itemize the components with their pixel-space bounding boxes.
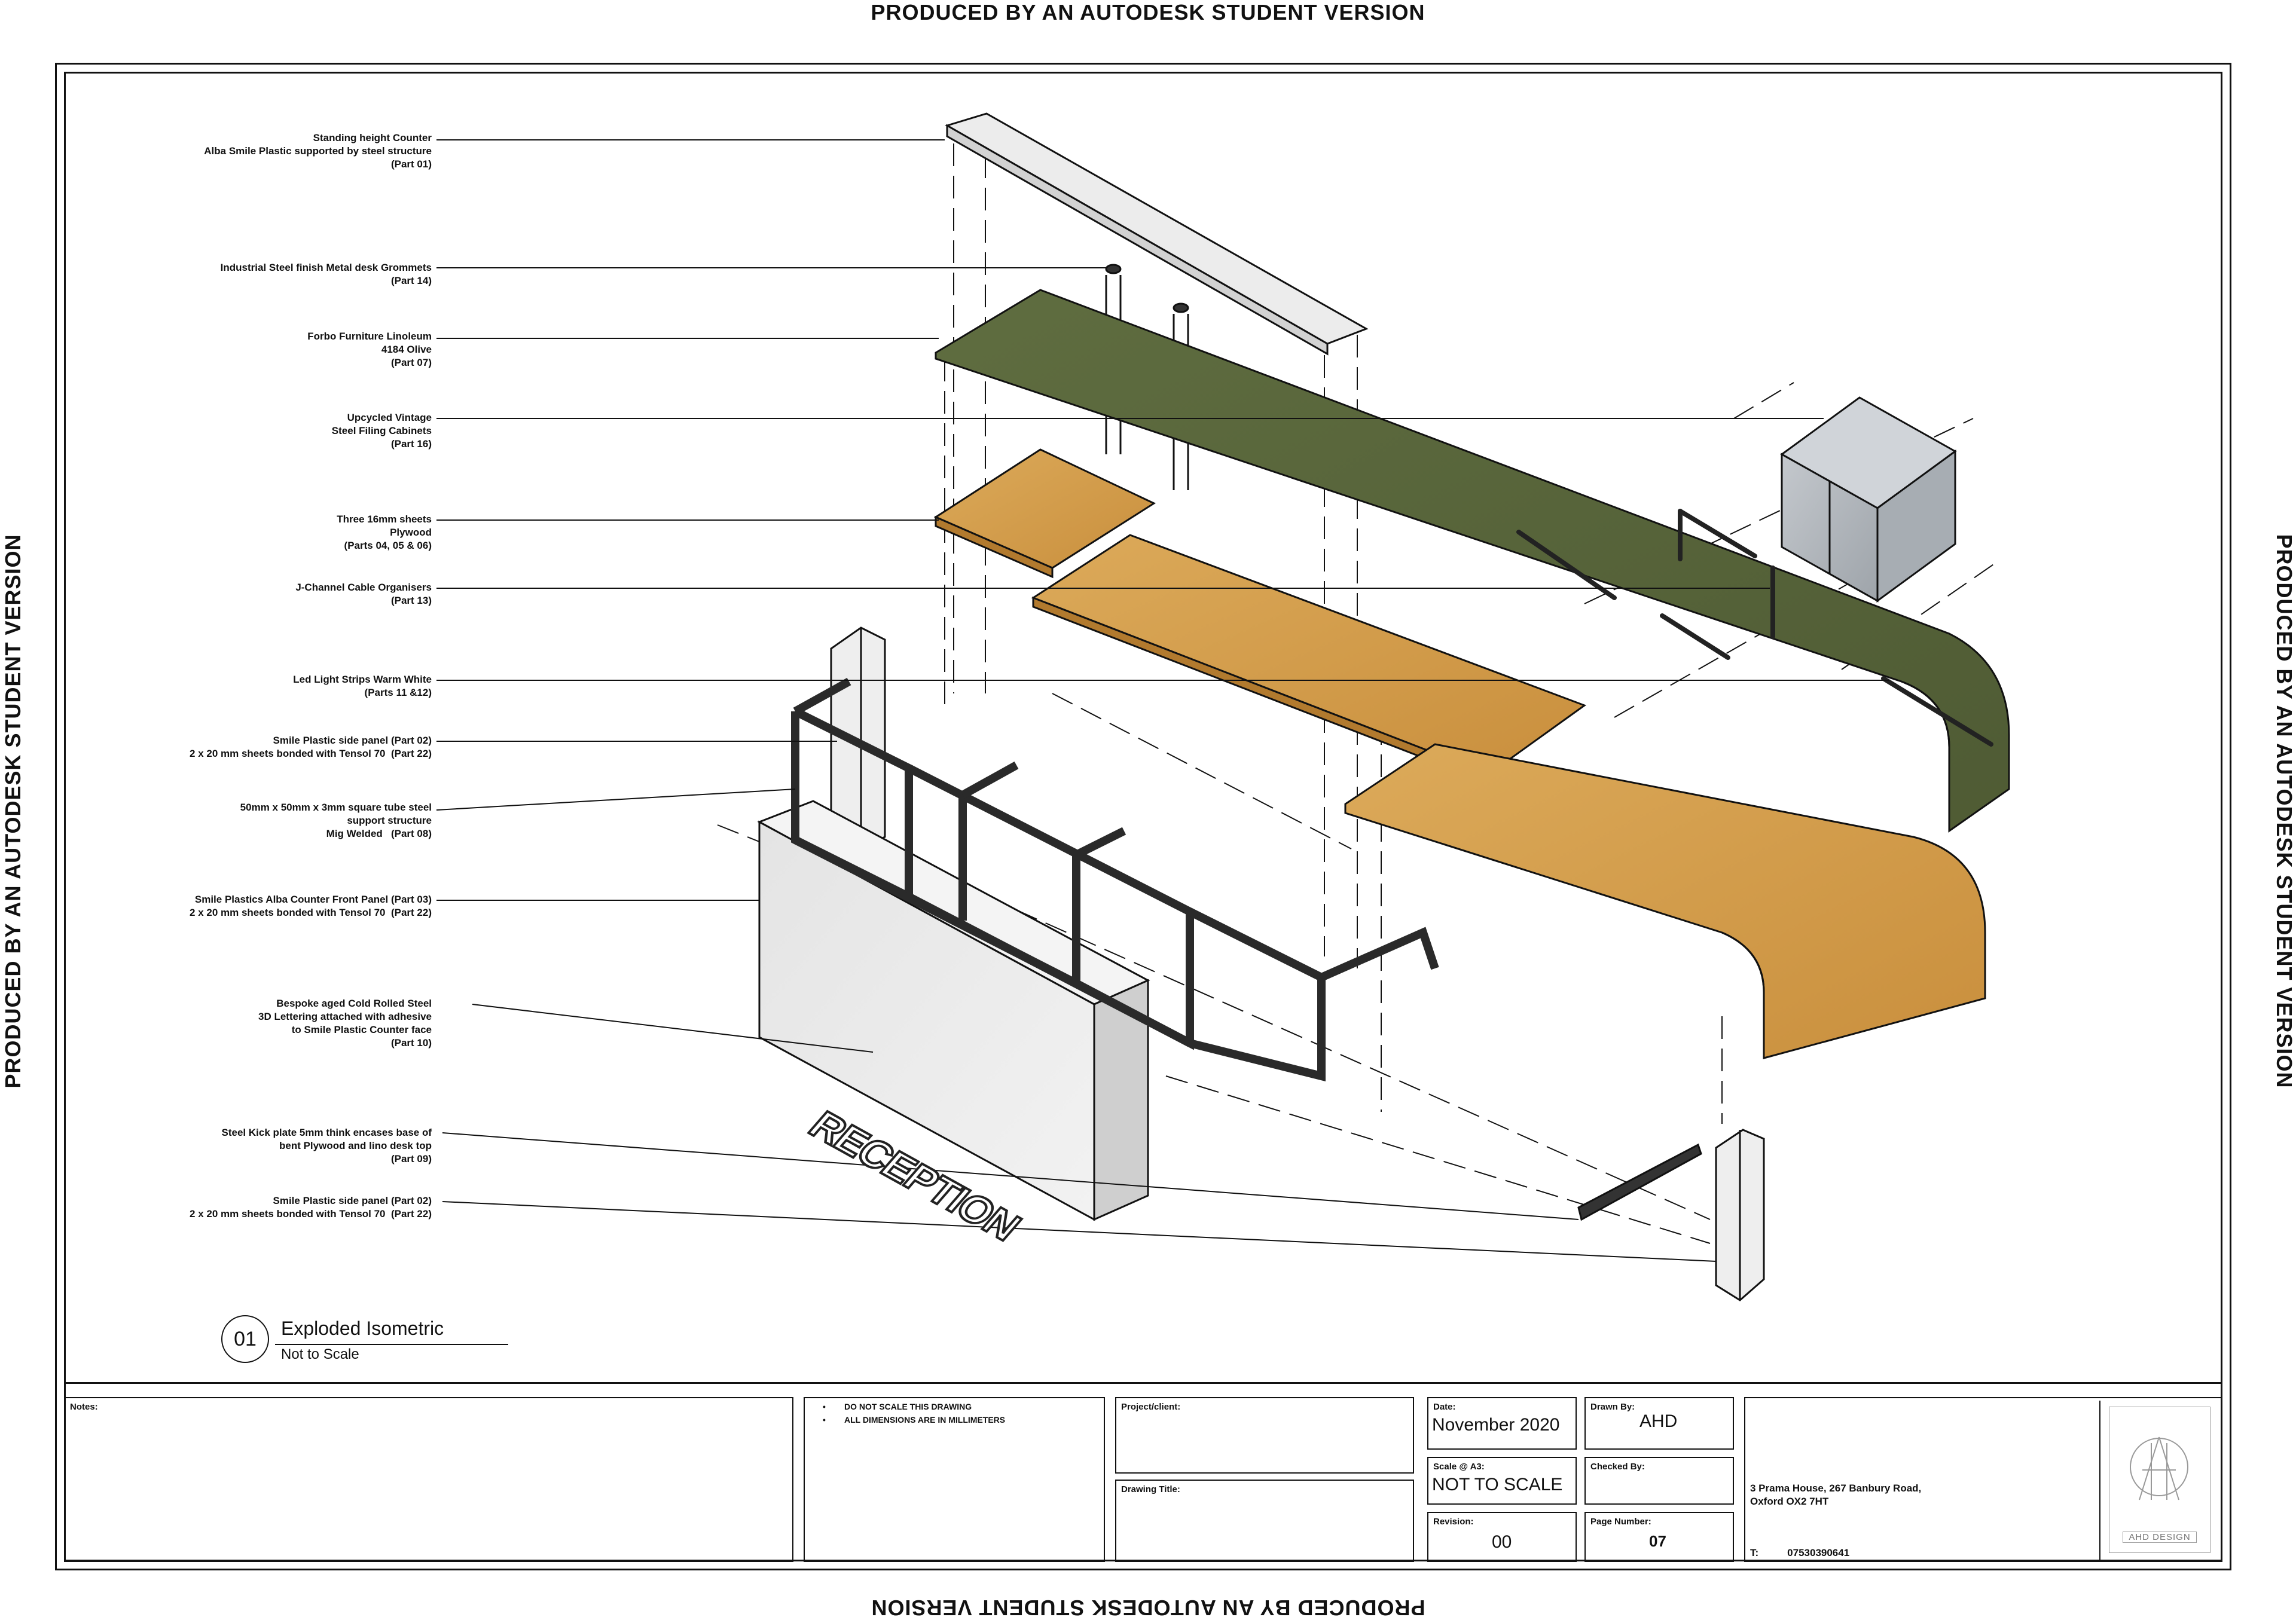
phone: T:07530390641 (1750, 1547, 1850, 1558)
watermark-top: PRODUCED BY AN AUTODESK STUDENT VERSION (871, 0, 1425, 25)
sheet-border-inner (64, 72, 2222, 1561)
plywood-sheets-parts-04-05-06 (933, 448, 1986, 1059)
scale-value: NOT TO SCALE (1432, 1475, 1563, 1494)
callout-grommets-part-14: Industrial Steel finish Metal desk Gromm… (220, 262, 432, 286)
page-number-box: Page Number: 07 (1584, 1512, 1734, 1562)
logo-text: AHD DESIGN (2123, 1532, 2197, 1543)
project-label: Project/client: (1121, 1402, 1181, 1412)
notes-label: Notes: (70, 1402, 98, 1412)
leader-lines (436, 139, 1889, 1262)
drawn-by-label: Drawn By: (1590, 1402, 1635, 1412)
notes-box: Notes: (64, 1397, 793, 1562)
view-name: Exploded Isometric (281, 1318, 444, 1339)
callout-front-panel-part-03: Smile Plastics Alba Counter Front Panel … (190, 894, 432, 918)
revision-box: Revision: 00 (1427, 1512, 1577, 1562)
view-scale: Not to Scale (281, 1346, 359, 1362)
steel-frame-part-08 (791, 677, 1439, 1081)
drawn-by-value: AHD (1639, 1411, 1678, 1431)
company-logo: AHD DESIGN (2099, 1401, 2223, 1561)
drawn-by-box: Drawn By: AHD (1584, 1397, 1734, 1450)
page-number-label: Page Number: (1590, 1517, 1651, 1527)
title-block: Notes: DO NOT SCALE THIS DRAWING ALL DIM… (64, 1382, 2222, 1563)
general-notes-box: DO NOT SCALE THIS DRAWING ALL DIMENSIONS… (804, 1397, 1105, 1562)
note-item: DO NOT SCALE THIS DRAWING (823, 1402, 1005, 1411)
address: 3 Prama House, 267 Banbury Road, Oxford … (1750, 1483, 1922, 1507)
kick-plate-part-09 (1577, 1143, 1702, 1221)
general-notes-list: DO NOT SCALE THIS DRAWING ALL DIMENSIONS… (823, 1402, 1005, 1428)
date-value: November 2020 (1432, 1415, 1560, 1435)
revision-value: 00 (1492, 1532, 1512, 1552)
callout-side-panel-left-part-02: Smile Plastic side panel (Part 02)2 x 20… (190, 735, 432, 759)
page-number-value: 07 (1649, 1532, 1666, 1550)
checked-by-box: Checked By: (1584, 1457, 1734, 1505)
project-box: Project/client: (1115, 1397, 1414, 1474)
scale-label: Scale @ A3: (1433, 1462, 1485, 1472)
drawing-title-box: Drawing Title: (1115, 1480, 1414, 1562)
sheet-border-outer (55, 63, 2231, 1570)
counter-top-part-01 (945, 112, 1369, 356)
view-number: 01 (221, 1315, 269, 1363)
drawing-title-label: Drawing Title: (1121, 1484, 1180, 1494)
side-panel-right-part-02 (1715, 1129, 1765, 1301)
front-panel-part-03 (757, 800, 1150, 1221)
callout-side-panel-right-part-02: Smile Plastic side panel (Part 02)2 x 20… (190, 1195, 432, 1219)
linoleum-top-part-07 (935, 289, 2010, 833)
filing-cabinet-part-16 (1780, 396, 1957, 603)
date-box: Date: November 2020 (1427, 1397, 1577, 1450)
callout-kick-plate-part-09: Steel Kick plate 5mm think encases base … (221, 1127, 432, 1164)
led-and-cable-channels (1516, 509, 1993, 747)
note-item: ALL DIMENSIONS ARE IN MILLIMETERS (823, 1415, 1005, 1425)
callout-cable-organisers-part-13: J-Channel Cable Organisers(Part 13) (295, 582, 432, 606)
revision-label: Revision: (1433, 1517, 1474, 1527)
callout-led-strips-parts-11-12: Led Light Strips Warm White(Parts 11 &12… (293, 674, 432, 698)
checked-by-label: Checked By: (1590, 1462, 1645, 1472)
scale-box: Scale @ A3: NOT TO SCALE (1427, 1457, 1577, 1505)
ahd-logo-icon (2130, 1436, 2188, 1500)
date-label: Date: (1433, 1402, 1456, 1412)
view-title-underline (275, 1344, 508, 1345)
company-box: 3 Prama House, 267 Banbury Road, Oxford … (1744, 1397, 2222, 1562)
